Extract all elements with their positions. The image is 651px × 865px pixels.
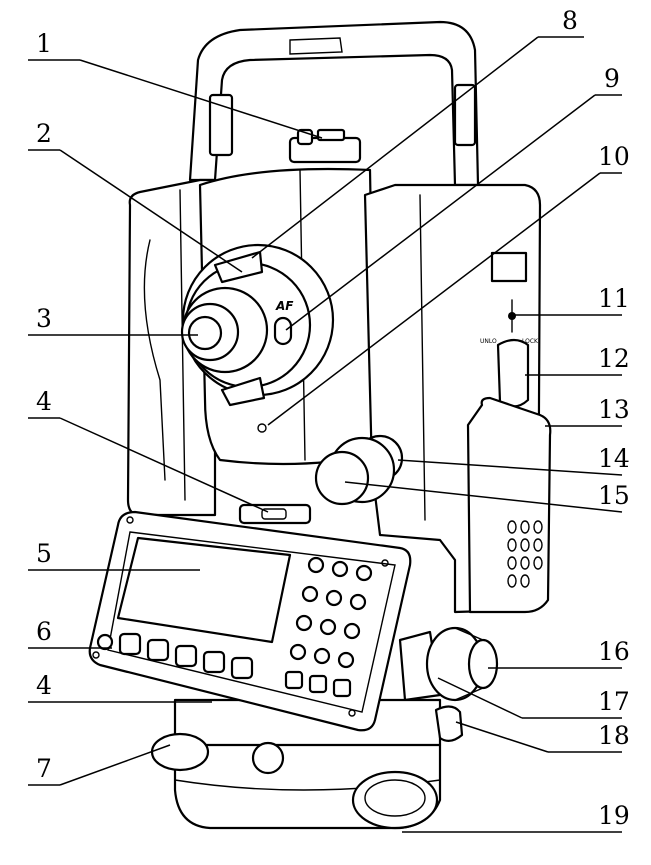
lcd-screen <box>116 536 292 644</box>
callout-15: 15 <box>598 481 630 510</box>
af-button <box>273 316 293 346</box>
plate-level <box>238 503 312 525</box>
battery-vents <box>507 520 543 588</box>
callout-14: 14 <box>598 444 630 473</box>
callout-8: 8 <box>562 6 578 35</box>
leader-7b <box>59 744 171 786</box>
leader-15 <box>344 481 623 513</box>
leader-18b <box>455 721 549 753</box>
callout-6: 6 <box>36 617 52 646</box>
horizontal-motion-knobs <box>398 626 499 702</box>
callout-16: 16 <box>598 637 630 666</box>
callout-5: 5 <box>36 539 52 568</box>
leader-lines <box>28 36 623 833</box>
tribrach-base <box>150 698 464 830</box>
function-keys <box>96 632 254 680</box>
callout-2: 2 <box>36 119 52 148</box>
leader-14 <box>397 459 623 476</box>
callout-3: 3 <box>36 304 52 333</box>
callout-4a: 4 <box>36 387 52 416</box>
collimator-sight <box>288 128 362 164</box>
callout-17: 17 <box>598 687 630 716</box>
callout-1: 1 <box>36 29 52 58</box>
callout-4b: 4 <box>36 671 52 700</box>
right-standard: UNLO LOCK <box>363 183 552 614</box>
leader-10b <box>267 172 601 426</box>
objective-lens-assembly: AF <box>180 243 335 433</box>
leader-17b <box>437 677 523 719</box>
leader-1b <box>79 59 323 139</box>
leader-4ab <box>59 417 269 513</box>
battery-pack <box>466 396 552 614</box>
instrument-illustration: UNLO LOCK <box>88 20 552 830</box>
callout-11: 11 <box>598 284 630 313</box>
callout-10: 10 <box>598 142 630 171</box>
callout-19: 19 <box>598 801 630 830</box>
callout-9: 9 <box>604 64 620 93</box>
callout-18: 18 <box>598 721 630 750</box>
battery-lock-lever <box>496 338 530 408</box>
leader-9b <box>285 94 596 331</box>
leader-8b <box>251 36 539 259</box>
lock-text-left: UNLO <box>480 338 497 345</box>
callout-13: 13 <box>598 395 630 424</box>
numeric-keypad <box>284 556 373 698</box>
display-panel <box>88 510 412 732</box>
leader-2b <box>59 149 243 273</box>
callout-7: 7 <box>36 754 52 783</box>
callout-12: 12 <box>598 344 630 373</box>
af-badge: AF <box>275 299 294 313</box>
callout-labels: 1 2 3 4 5 6 4 7 8 9 10 11 12 13 14 15 16… <box>36 6 630 830</box>
lock-text-right: LOCK <box>522 338 539 345</box>
carrying-handle <box>188 20 480 187</box>
